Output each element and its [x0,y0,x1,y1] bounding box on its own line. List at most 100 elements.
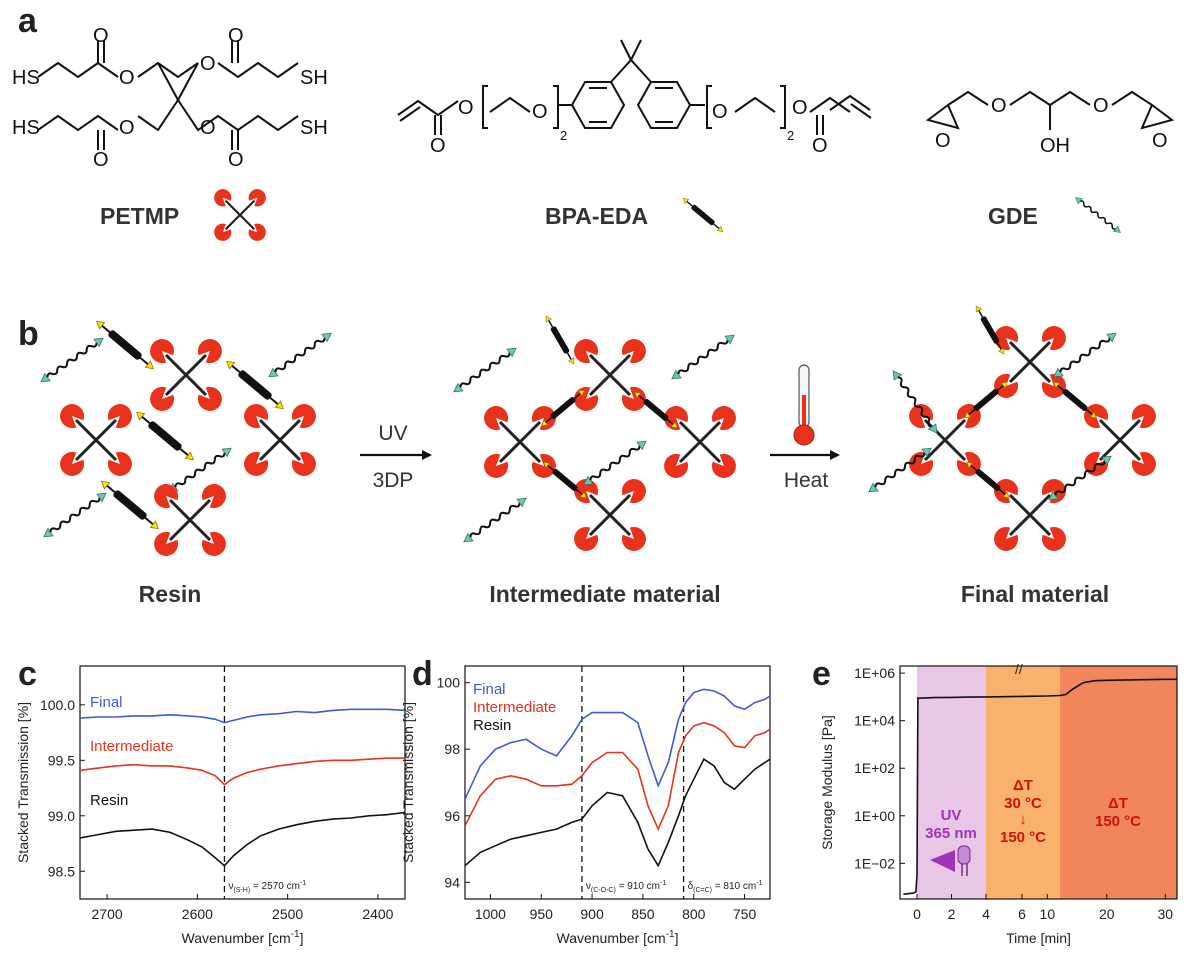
series-line-resin [80,811,405,867]
panel-label-e: e [812,655,831,693]
svg-text:HS: HS [12,117,40,139]
stage-final: Final material [961,581,1109,607]
y-tick-label: 1E+02 [854,760,895,776]
bpa-eda-structure [397,39,872,135]
x-tick-label: 950 [530,906,554,922]
svg-text:O: O [430,135,446,157]
x-tick-label: 2600 [182,906,213,922]
arrow-label-uv: UV [378,422,407,445]
svg-text:O: O [935,130,951,152]
svg-text:OH: OH [1040,135,1070,157]
stage-resin: Resin [139,581,202,607]
x-tick-label: 2400 [362,906,393,922]
y-axis-label: Stacked Transmission [%] [400,702,416,863]
svg-text:SH: SH [300,117,328,139]
y-tick-label: 99.0 [48,808,75,824]
uv-led-icon [930,845,971,876]
region-label-hold: ΔT [1108,795,1128,812]
x-tick-label: 750 [733,906,757,922]
stage-intermediate: Intermediate material [489,581,720,607]
x-tick-label: 30 [1158,906,1174,922]
region-ramp [986,666,1060,899]
svg-text:O: O [1093,95,1109,117]
gde-icon [1072,194,1124,236]
svg-text:O: O [200,53,216,75]
svg-text:O: O [1152,130,1168,152]
region-label-uv: UV [941,807,962,824]
region-label-ramp-end: 150 °C [1000,829,1046,846]
x-tick-label: 20 [1099,906,1115,922]
y-tick-label: 98.5 [48,863,75,879]
svg-text:O: O [93,25,109,47]
final-network [865,303,1161,555]
x-axis-label: Time [min] [1006,930,1071,946]
x-axis-label: Wavenumber [cm-1] [557,929,679,946]
panel-label-b: b [18,315,39,353]
series-label-final: Final [90,694,123,711]
x-axis-label: Wavenumber [cm-1] [182,929,304,946]
y-tick-label: 1E+04 [854,713,895,729]
petmp-atom-labels: HS SH HS SH O O O O O O O O [12,25,328,171]
storage-modulus-line [903,678,1177,895]
svg-text:O: O [991,95,1007,117]
heat-arrow [770,450,840,460]
arrow-label-heat: Heat [784,469,829,492]
annotation-text: ν(S-H) = 2570 cm-1 [228,880,306,894]
plot-frame [464,665,771,900]
x-tick-label: 2500 [272,906,303,922]
axis-break-top: // [1015,661,1023,677]
x-tick-label: 4 [982,906,990,922]
series-label-intermediate: Intermediate [90,738,173,755]
x-tick-label: 6 [1018,906,1026,922]
y-tick-label: 1E−02 [854,855,895,871]
y-tick-label: 99.5 [48,752,75,768]
annotation-text: δ(C=C) = 810 cm-1 [688,880,763,894]
x-tick-label: 0 [913,906,921,922]
x-tick-label: 850 [631,906,655,922]
bpa-eda-atom-labels: O O O O O O 2 2 [430,97,828,157]
series-label-resin: Resin [90,792,128,809]
resin-mixture [37,317,335,561]
region-label-ramp: ΔT [1013,777,1033,794]
x-tick-label: 2700 [92,906,123,922]
svg-text:O: O [458,97,474,119]
svg-text:2: 2 [560,128,567,143]
y-tick-label: 94 [444,874,460,890]
petmp-icon [211,186,270,245]
series-line-resin [465,758,770,868]
series-line-intermediate [465,721,770,832]
region-hold [1060,666,1177,899]
x-tick-label: 2 [948,906,956,922]
svg-text:O: O [119,117,135,139]
region-label-hold-temp: 150 °C [1095,813,1141,830]
gde-atom-labels: O O O O OH [935,95,1168,157]
y-tick-label: 1E+00 [854,808,895,824]
chart-c-ftir-thiol: 2700 2600 2500 2400 98.5 99.0 99.5 100.0Wavenum… [15,665,406,946]
region-label-uv-wavelength: 365 nm [925,825,977,842]
x-tick-label: 10 [1040,906,1056,922]
x-tick-label: 1000 [475,906,506,922]
petmp-name: PETMP [100,203,179,229]
plot-frame [899,665,1178,900]
gde-name: GDE [988,203,1038,229]
y-axis-label: Stacked Transmission [%] [15,702,31,863]
series-label-resin: Resin [473,717,511,734]
svg-text:O: O [812,135,828,157]
bpa-eda-name: BPA-EDA [545,203,648,229]
panel-label-d: d [412,655,433,693]
thermometer-icon [793,364,815,446]
y-tick-label: 98 [444,741,460,757]
svg-text:O: O [792,97,808,119]
bpa-eda-icon [680,195,726,235]
svg-text:O: O [532,101,548,123]
y-tick-label: 100.0 [40,697,75,713]
svg-text:HS: HS [12,67,40,89]
series-line-intermediate [80,757,405,786]
svg-text:2: 2 [787,128,794,143]
x-tick-label: 900 [580,906,604,922]
y-tick-label: 100 [437,675,461,691]
region-label-ramp-arrow: ↓ [1019,811,1027,828]
uv-arrow [360,450,432,460]
